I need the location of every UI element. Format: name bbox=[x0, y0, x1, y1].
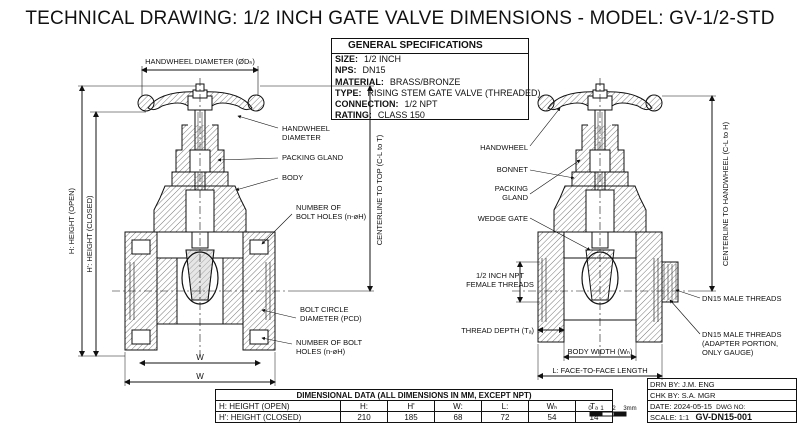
callout-dn15-male: DN15 MALE THREADS bbox=[702, 294, 781, 303]
callout-dn15-adapter-1: DN15 MALE THREADS bbox=[702, 330, 781, 339]
svg-text:3mm: 3mm bbox=[623, 406, 636, 412]
handwheel-diameter-label: HANDWHEEL DIAMETER (ØDₕ) bbox=[145, 57, 255, 66]
height-open-label: H: HEIGHT (OPEN) bbox=[67, 187, 76, 254]
callout-npt-threads-2: FEMALE THREADS bbox=[466, 280, 534, 289]
callout-bolt-holes-top-1: NUMBER OF bbox=[296, 203, 341, 212]
callout-bolt-holes-top-2: BOLT HOLES (n-øH) bbox=[296, 212, 367, 221]
left-dimensions bbox=[78, 66, 374, 386]
table-row: H': HEIGHT (CLOSED) 210 185 68 72 54 14 bbox=[215, 411, 613, 423]
checked-by: CHK BY: S.A. MGR bbox=[647, 389, 797, 401]
callout-packing-gland: PACKING GLAND bbox=[282, 153, 344, 162]
callout-bonnet: BONNET bbox=[497, 165, 529, 174]
body-width-label: BODY WIDTH (Wₕ) bbox=[568, 347, 633, 356]
face-to-face-label: L: FACE-TO-FACE LENGTH bbox=[552, 366, 647, 375]
centerline-to-handwheel-label: CENTERLINE TO HANDWHEEL (C-L to H) bbox=[721, 121, 730, 266]
callout-wedge-gate: WEDGE GATE bbox=[478, 214, 528, 223]
drawing-number: GV-DN15-001 bbox=[695, 412, 752, 422]
drawing-title: TECHNICAL DRAWING: 1/2 INCH GATE VALVE D… bbox=[25, 8, 775, 29]
spec-row-rating: RATING:CLASS 150 bbox=[335, 110, 425, 121]
callout-bolt-circle-2: DIAMETER (PCD) bbox=[300, 314, 362, 323]
drawn-by: DRN BY: J.M. ENG bbox=[647, 378, 797, 390]
title-block: DRN BY: J.M. ENG CHK BY: S.A. MGR DATE: … bbox=[647, 378, 797, 423]
callout-npt-threads-1: 1/2 INCH NPT bbox=[476, 271, 524, 280]
drawing-scale: SCALE: 1:1 GV-DN15-001 bbox=[647, 411, 797, 423]
callout-dn15-adapter-2: (ADAPTER PORTION, bbox=[702, 339, 778, 348]
general-specifications-box: GENERAL SPECIFICATIONS SIZE:1/2 INCH NPS… bbox=[331, 38, 541, 121]
svg-text:2: 2 bbox=[612, 406, 616, 412]
left-valve-view bbox=[112, 78, 290, 356]
callout-thread-depth: THREAD DEPTH (Tₐ) bbox=[461, 326, 534, 335]
callout-bolt-circle-1: BOLT CIRCLE bbox=[300, 305, 349, 314]
w-label-upper: W bbox=[196, 353, 204, 362]
spec-row-nps: NPS:DN15 bbox=[335, 65, 386, 76]
centerline-to-top-label: CENTERLINE TO TOP (C-L to T) bbox=[375, 134, 384, 245]
w-label-lower: W bbox=[196, 372, 204, 381]
callout-handwheel: HANDWHEEL bbox=[480, 143, 528, 152]
right-valve-view bbox=[512, 78, 690, 356]
spec-row-material: MATERIAL:BRASS/BRONZE bbox=[335, 76, 461, 87]
callout-body: BODY bbox=[282, 173, 303, 182]
dimension-table: DIMENSIONAL DATA (ALL DIMENSIONS IN MM, … bbox=[215, 389, 613, 423]
spec-row-size: SIZE:1/2 INCH bbox=[335, 54, 402, 65]
specifications-heading: GENERAL SPECIFICATIONS bbox=[332, 39, 528, 55]
spec-row-type: TYPE:RISING STEM GATE VALVE (THREADED) bbox=[335, 87, 541, 98]
dimension-table-caption: DIMENSIONAL DATA (ALL DIMENSIONS IN MM, … bbox=[215, 389, 613, 401]
spec-row-connection: CONNECTION:1/2 NPT bbox=[335, 99, 438, 110]
callout-bolt-holes-bottom-2: HOLES (n-øH) bbox=[296, 347, 346, 356]
callout-packing-gland-2: GLAND bbox=[502, 193, 528, 202]
drawing-date: DATE: 2024-05-15 DWG NO: bbox=[647, 400, 797, 412]
right-dimensions bbox=[516, 95, 716, 380]
callout-dn15-adapter-3: ONLY GAUGE) bbox=[702, 348, 754, 357]
callout-handwheel-diameter-1: HANDWHEEL bbox=[282, 124, 330, 133]
table-row: H: HEIGHT (OPEN) H: H' W: L: Wₕ Tₐ bbox=[215, 400, 613, 412]
callout-handwheel-diameter-2: DIAMETER bbox=[282, 133, 321, 142]
callout-bolt-holes-bottom-1: NUMBER OF BOLT bbox=[296, 338, 363, 347]
height-closed-label: H': HEIGHT (CLOSED) bbox=[85, 195, 94, 273]
callout-packing-gland-1: PACKING bbox=[495, 184, 528, 193]
